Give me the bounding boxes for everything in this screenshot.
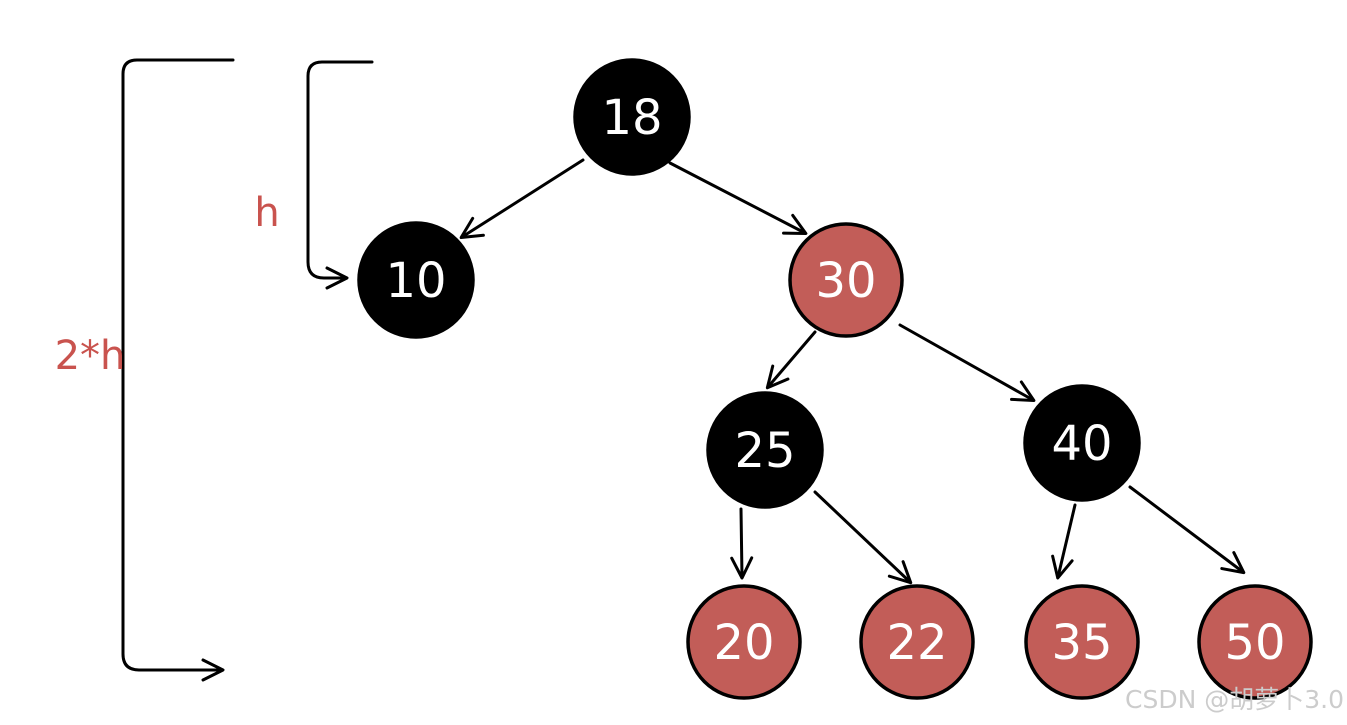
node-35-circle	[1024, 584, 1140, 700]
edge-25-22	[813, 490, 913, 585]
node-25-circle	[706, 391, 824, 509]
edge-30-40	[898, 323, 1036, 402]
node-22-circle	[859, 584, 975, 700]
node-20-value: 20	[713, 615, 774, 671]
node-30-circle	[788, 222, 904, 338]
node-10-value: 10	[385, 253, 446, 309]
bracket-2h-arrow	[121, 58, 235, 682]
node-22-value: 22	[886, 615, 947, 671]
label-2h: 2*h	[55, 333, 126, 379]
tree-node-10: 10	[357, 221, 475, 339]
node-40-circle	[1023, 384, 1141, 502]
node-35-value: 35	[1051, 615, 1112, 671]
tree-node-25: 25	[706, 391, 824, 509]
tree-node-35: 35	[1024, 584, 1140, 700]
tree-node-50: 50	[1197, 584, 1313, 700]
node-25-value: 25	[734, 423, 795, 479]
edge-30-25	[765, 330, 817, 390]
node-50-circle	[1197, 584, 1313, 700]
watermark: CSDN @胡萝卜3.0	[1125, 685, 1344, 714]
node-30-value: 30	[815, 253, 876, 309]
node-40-value: 40	[1051, 416, 1112, 472]
edge-18-10	[459, 158, 585, 240]
tree-node-22: 22	[859, 584, 975, 700]
edge-18-30	[668, 161, 808, 235]
tree-node-18: 18	[573, 58, 691, 176]
label-h: h	[254, 190, 279, 236]
node-10-circle	[357, 221, 475, 339]
node-18-value: 18	[601, 90, 662, 146]
node-18-circle	[573, 58, 691, 176]
edge-25-20	[730, 507, 754, 580]
tree-node-20: 20	[686, 584, 802, 700]
tree-node-40: 40	[1023, 384, 1141, 502]
edge-40-35	[1051, 503, 1077, 580]
node-20-circle	[686, 584, 802, 700]
bracket-h-arrow	[306, 60, 374, 290]
node-50-value: 50	[1224, 615, 1285, 671]
tree-node-30: 30	[788, 222, 904, 338]
edge-40-50	[1128, 485, 1246, 575]
